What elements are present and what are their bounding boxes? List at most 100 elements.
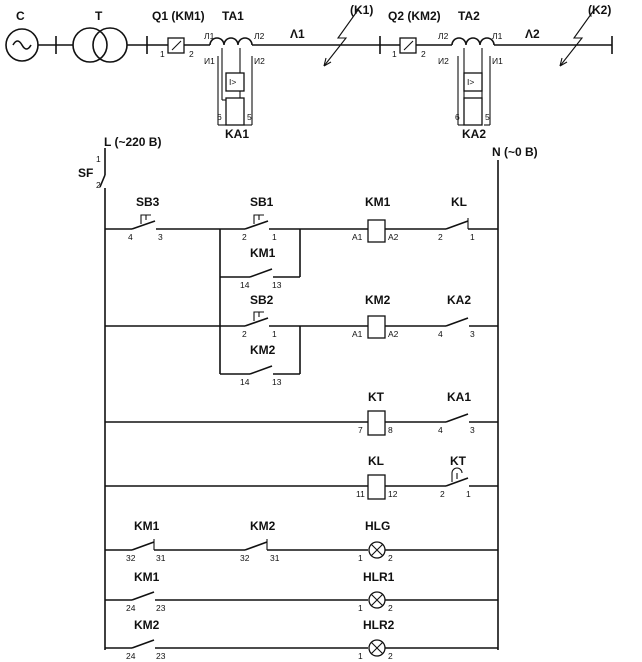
kl-pin-1: 1 bbox=[470, 232, 475, 242]
fault-k1-arrow bbox=[323, 9, 359, 67]
breaker-q2-label: Q2 (KM2) bbox=[388, 9, 441, 23]
contact-km1-no-label: KM1 bbox=[134, 570, 160, 584]
coil-km2-pin-a2: A2 bbox=[388, 329, 399, 339]
control-circuit bbox=[99, 148, 499, 657]
hlg-pin-1: 1 bbox=[358, 553, 363, 563]
km2-nc-pin-31: 31 bbox=[270, 553, 280, 563]
sb3-pin-3: 3 bbox=[158, 232, 163, 242]
power-circuit bbox=[5, 9, 613, 126]
relay-ka2-symbol bbox=[463, 72, 483, 92]
timer-kt-label: KT bbox=[368, 390, 385, 404]
relay-kl-label: KL bbox=[368, 454, 384, 468]
phase-supply-label: L (~220 В) bbox=[104, 135, 161, 149]
kt-pin-2: 2 bbox=[440, 489, 445, 499]
fault-k1-label: (K1) bbox=[350, 3, 373, 17]
breaker-q1-label: Q1 (KM1) bbox=[152, 9, 205, 23]
ka1-pin-6: 6 bbox=[217, 112, 222, 122]
kt-coil-pin-8: 8 bbox=[388, 425, 393, 435]
q2-pin-1: 1 bbox=[392, 49, 397, 59]
ka2-pin-4: 4 bbox=[438, 329, 443, 339]
km1-seal-pin-13: 13 bbox=[272, 280, 282, 290]
fault-k2-arrow bbox=[559, 9, 595, 67]
ta2-pin-l2: Л2 bbox=[438, 31, 449, 41]
ka1-pin-3: 3 bbox=[470, 425, 475, 435]
hlr1-pin-2: 2 bbox=[388, 603, 393, 613]
ka1-pin-5: 5 bbox=[247, 112, 252, 122]
transformer-label: T bbox=[95, 9, 103, 23]
ta2-pin-i2: И2 bbox=[438, 56, 449, 66]
km2-no-pin-23: 23 bbox=[156, 651, 166, 661]
neutral-supply-label: N (~0 В) bbox=[492, 145, 538, 159]
ta1-pin-i2: И2 bbox=[254, 56, 265, 66]
q2-pin-2: 2 bbox=[421, 49, 426, 59]
lamp-hlr1-label: HLR1 bbox=[363, 570, 395, 584]
sf-pin-2: 2 bbox=[96, 180, 101, 190]
kl-pin-2: 2 bbox=[438, 232, 443, 242]
sb1-pin-2: 2 bbox=[242, 232, 247, 242]
pushbutton-sb3-label: SB3 bbox=[136, 195, 160, 209]
contact-ka2-label: KA2 bbox=[447, 293, 471, 307]
lamp-hlg-label: HLG bbox=[365, 519, 390, 533]
contact-km2-no-label: KM2 bbox=[134, 618, 160, 632]
km1-seal-pin-14: 14 bbox=[240, 280, 250, 290]
km1-no-pin-23: 23 bbox=[156, 603, 166, 613]
source-label: C bbox=[16, 9, 25, 23]
line-1-label: Λ1 bbox=[290, 27, 305, 41]
km1-nc-pin-32: 32 bbox=[126, 553, 136, 563]
hlr2-pin-2: 2 bbox=[388, 651, 393, 661]
coil-km1-pin-a1: A1 bbox=[352, 232, 363, 242]
transformer-symbol bbox=[72, 27, 108, 63]
timer-kt-coil-symbol bbox=[367, 410, 386, 436]
q1-pin-1: 1 bbox=[160, 49, 165, 59]
ta2-pin-l1: Л1 bbox=[492, 31, 503, 41]
relay-ka1-symbol-text: I> bbox=[229, 77, 236, 87]
coil-km2-label: KM2 bbox=[365, 293, 391, 307]
km2-no-pin-24: 24 bbox=[126, 651, 136, 661]
coil-km2-symbol bbox=[367, 315, 386, 339]
km2-seal-pin-14: 14 bbox=[240, 377, 250, 387]
relay-ka2-label: KA2 bbox=[462, 127, 486, 141]
sf-pin-1: 1 bbox=[96, 154, 101, 164]
q1-pin-2: 2 bbox=[189, 49, 194, 59]
hlg-pin-2: 2 bbox=[388, 553, 393, 563]
km2-nc-pin-32: 32 bbox=[240, 553, 250, 563]
sb1-pin-1: 1 bbox=[272, 232, 277, 242]
ka2-pin-3: 3 bbox=[470, 329, 475, 339]
kl-coil-pin-12: 12 bbox=[388, 489, 398, 499]
contact-kt-label: KT bbox=[450, 454, 467, 468]
ta1-pin-l1: Л1 bbox=[204, 31, 215, 41]
contact-km1-nc-label: KM1 bbox=[134, 519, 160, 533]
pushbutton-sb1-label: SB1 bbox=[250, 195, 274, 209]
kt-coil-pin-7: 7 bbox=[358, 425, 363, 435]
current-transformer-ta2-symbol bbox=[451, 37, 495, 46]
ta1-pin-l2: Л2 bbox=[254, 31, 265, 41]
relay-kl-coil-symbol bbox=[367, 474, 386, 500]
ka2-pin-5: 5 bbox=[485, 112, 490, 122]
line-2-label: Λ2 bbox=[525, 27, 540, 41]
pushbutton-sb2-label: SB2 bbox=[250, 293, 274, 307]
sb2-pin-2: 2 bbox=[242, 329, 247, 339]
coil-km1-symbol bbox=[367, 219, 386, 243]
kl-coil-pin-11: 11 bbox=[356, 489, 365, 499]
ta1-pin-i1: И1 bbox=[204, 56, 215, 66]
sb3-pin-4: 4 bbox=[128, 232, 133, 242]
relay-ka1-label: KA1 bbox=[225, 127, 249, 141]
ka2-pin-6: 6 bbox=[455, 112, 460, 122]
hlr2-pin-1: 1 bbox=[358, 651, 363, 661]
lamp-hlr2-label: HLR2 bbox=[363, 618, 395, 632]
km1-nc-pin-31: 31 bbox=[156, 553, 166, 563]
coil-km2-pin-a1: A1 bbox=[352, 329, 363, 339]
contact-ka1-label: KA1 bbox=[447, 390, 471, 404]
relay-ka1-symbol bbox=[225, 72, 245, 92]
contact-km2-seal-label: KM2 bbox=[250, 343, 276, 357]
kt-pin-1: 1 bbox=[466, 489, 471, 499]
current-transformer-ta1-symbol bbox=[209, 37, 253, 46]
fault-k2-label: (K2) bbox=[588, 3, 611, 17]
ka1-pin-4: 4 bbox=[438, 425, 443, 435]
contact-km2-nc-label: KM2 bbox=[250, 519, 276, 533]
km2-seal-pin-13: 13 bbox=[272, 377, 282, 387]
hlr1-pin-1: 1 bbox=[358, 603, 363, 613]
sb2-pin-1: 1 bbox=[272, 329, 277, 339]
relay-ka2-symbol-text: I> bbox=[467, 77, 474, 87]
